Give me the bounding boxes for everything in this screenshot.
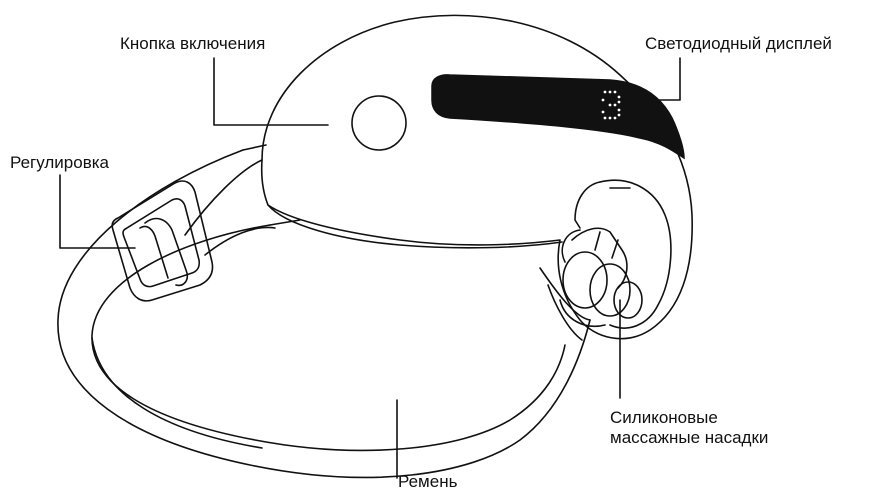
silicone-heads-label-line1: Силиконовые: [610, 408, 718, 428]
device-body: [262, 15, 693, 338]
led-display-label: Светодиодный дисплей: [645, 34, 832, 54]
strap: [58, 150, 590, 477]
adjuster-buckle: [112, 181, 212, 301]
strap-inner-edge: [92, 225, 565, 450]
power-button-label: Кнопка включения: [120, 34, 265, 54]
power-button-shape: [352, 96, 406, 150]
led-display-panel: [432, 75, 684, 158]
massage-heads: [560, 228, 642, 326]
strap-label: Ремень: [398, 472, 457, 492]
strap-lower-edge: [92, 338, 262, 448]
adjuster-label: Регулировка: [10, 153, 109, 173]
silicone-heads-label-line2: массажные насадки: [610, 428, 768, 448]
